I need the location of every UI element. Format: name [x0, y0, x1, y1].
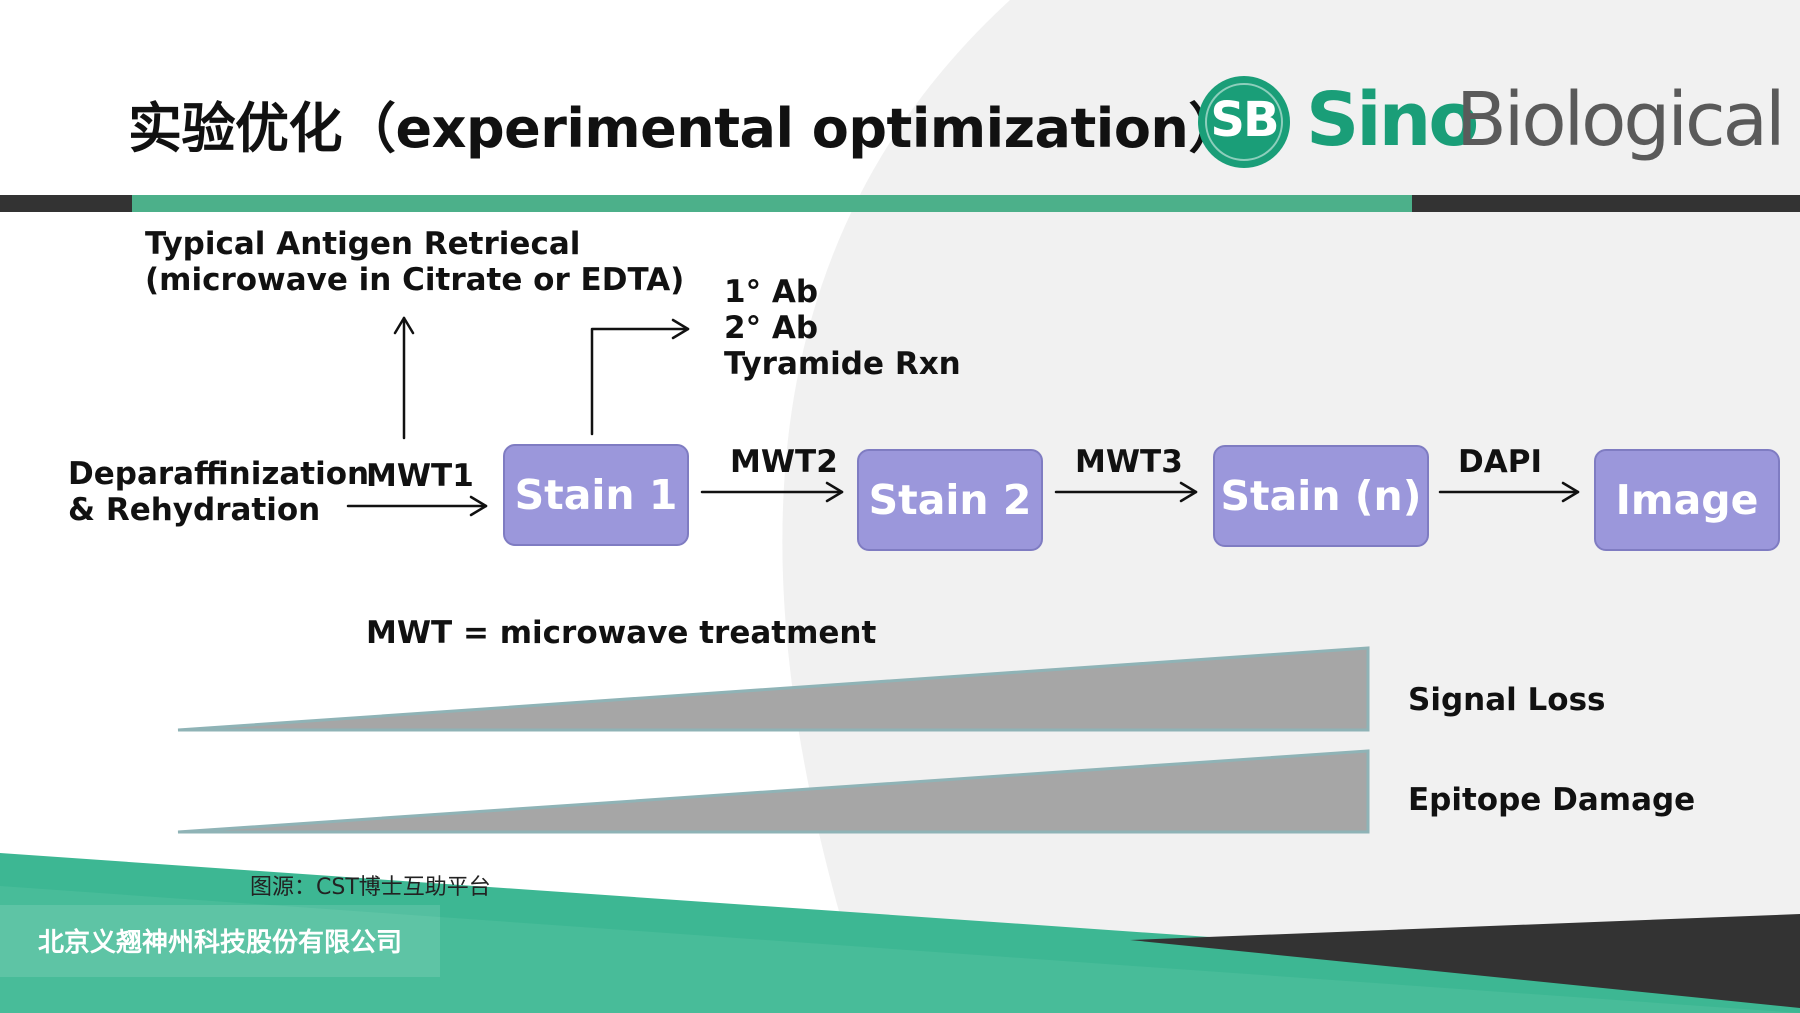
box-stain-n: Stain (n): [1213, 445, 1429, 547]
antigen-note-line2: (microwave in Citrate or EDTA): [145, 262, 685, 298]
page-title: 实验优化（experimental optimization）: [128, 97, 1242, 160]
arrow-up-antigen-head: [393, 316, 415, 335]
start-label-line1: Deparaffinization: [68, 456, 370, 492]
stain-step-primary-ab: 1° Ab: [724, 274, 819, 310]
antigen-note-line1: Typical Antigen Retriecal: [145, 226, 581, 262]
wedge-label-epitope-damage: Epitope Damage: [1408, 782, 1696, 818]
arrow-label-mwt1: MWT1: [366, 458, 474, 494]
footer-company-name: 北京义翘神州科技股份有限公司: [38, 928, 403, 958]
arrow-elbow-stain1-head: [671, 318, 690, 340]
box-stain-1: Stain 1: [503, 444, 689, 546]
arrow-mwt1-head: [469, 495, 488, 517]
wedge-signal-loss: [177, 646, 1370, 732]
footer-band-light: [0, 886, 1800, 1013]
arrow-mwt3-head: [1179, 481, 1198, 503]
wedge-label-signal-loss: Signal Loss: [1408, 682, 1606, 718]
arrow-label-dapi: DAPI: [1458, 444, 1542, 480]
logo-biological-text: Biological: [1456, 77, 1786, 163]
footer-company-plate: [0, 905, 440, 977]
header-bar-dark-left: [0, 195, 132, 212]
arrow-elbow-stain1: [590, 327, 690, 436]
stain-step-secondary-ab: 2° Ab: [724, 310, 819, 346]
wedge-epitope-damage: [177, 749, 1370, 834]
box-stain-2: Stain 2: [857, 449, 1043, 551]
mwt-definition: MWT = microwave treatment: [366, 615, 877, 651]
sb-badge-icon: [1198, 76, 1290, 168]
sino-biological-logo: SB Sino Biological: [1196, 72, 1786, 172]
arrow-label-mwt3: MWT3: [1075, 444, 1183, 480]
header-bar-dark-right: [1412, 195, 1800, 212]
arrow-dapi-head: [1561, 481, 1580, 503]
arrow-label-mwt2: MWT2: [730, 444, 838, 480]
sb-badge-text: SB: [1210, 92, 1279, 148]
arrow-mwt2-head: [825, 481, 844, 503]
logo-sino-text: Sino: [1306, 77, 1479, 163]
stain-step-tyramide: Tyramide Rxn: [724, 346, 961, 382]
header-bar-green: [132, 195, 1412, 212]
image-source-note: 图源：CST博士互助平台: [250, 875, 491, 900]
box-image: Image: [1594, 449, 1780, 551]
start-label-line2: & Rehydration: [68, 492, 321, 528]
footer-band-dark: [1130, 914, 1800, 1008]
